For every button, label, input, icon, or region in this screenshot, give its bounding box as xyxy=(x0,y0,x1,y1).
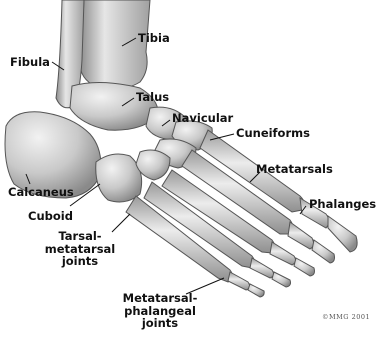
phalanx-bone xyxy=(272,272,291,287)
phalanx-bone xyxy=(312,240,335,263)
phalanx-bone xyxy=(228,272,250,290)
talus-label: Talus xyxy=(136,91,169,104)
tarsal-metatarsal-joints-label: Tarsal- metatarsal joints xyxy=(44,230,116,268)
calcaneus-label: Calcaneus xyxy=(8,186,74,199)
phalanx-bone xyxy=(270,242,296,265)
mtp-line: joints xyxy=(118,317,202,330)
cuneiforms-label: Cuneiforms xyxy=(236,127,310,140)
phalanx-bone xyxy=(288,222,314,249)
tarsal-metatarsal-line: Tarsal- xyxy=(44,230,116,243)
navicular-label: Navicular xyxy=(172,112,233,125)
fibula-label: Fibula xyxy=(10,56,50,69)
cuboid-label: Cuboid xyxy=(28,210,73,223)
mtp-line: Metatarsal- xyxy=(118,292,202,305)
tibia-label: Tibia xyxy=(138,32,170,45)
phalanx-bone xyxy=(294,258,315,276)
phalanx-bone xyxy=(250,258,274,278)
tarsal-metatarsal-line: joints xyxy=(44,255,116,268)
phalanx-bone xyxy=(248,284,264,297)
metatarsal-phalangeal-joints-label: Metatarsal- phalangeal joints xyxy=(118,292,202,330)
copyright-credit: ©MMG 2001 xyxy=(322,313,370,321)
metatarsals-label: Metatarsals xyxy=(256,163,333,176)
phalanges-label: Phalanges xyxy=(309,198,376,211)
phalanx-bone xyxy=(328,216,357,252)
cuboid-bone xyxy=(96,154,142,202)
